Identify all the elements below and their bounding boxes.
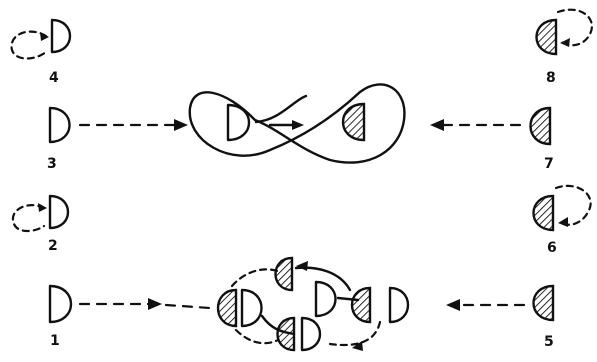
center-hatched-d [341,102,366,142]
open-d-4 [50,18,71,54]
node-label-3: 3 [47,156,57,172]
hatched-d-7 [529,106,552,146]
open-d-2 [48,194,69,230]
cluster-hatched-d-right [350,286,372,324]
open-d-3 [48,106,71,144]
inner-connector [254,94,308,124]
hatched-d-5 [532,284,555,322]
arrowhead-3-to-center [174,119,188,131]
cluster-open-d-bottom [300,316,321,352]
cluster-link-top-right [294,266,352,292]
cluster-open-d-left [240,288,263,328]
self-loop-4 [10,30,48,60]
self-loop-8 [556,8,593,47]
hatched-d-6 [532,194,555,232]
arrowhead-5-to-cluster [446,299,460,311]
inner-arrowhead [292,120,304,130]
node-label-8: 8 [546,70,556,86]
cluster-open-d-mid [314,280,337,318]
cluster-dashed-link-bottom [234,328,280,345]
node-label-6: 6 [547,240,557,256]
node-label-1: 1 [50,333,60,349]
node-label-7: 7 [544,156,554,172]
node-label-2: 2 [48,238,58,254]
cluster-dashed-link-right [328,320,382,347]
hatched-d-8 [535,18,558,56]
loop-arrowhead-6 [558,217,568,227]
loop-arrowhead-8 [560,38,570,47]
cluster-hatched-d-bottom [276,316,296,352]
cluster-hatched-d-left [216,288,238,328]
cluster-dashed-link-top [230,268,282,288]
cluster-open-d-right [388,286,410,324]
self-loop-6 [554,184,592,226]
loop-arrowhead-2 [38,203,47,212]
self-loop-2 [11,204,46,233]
cluster-arrowhead-bottom [352,341,363,351]
cluster-link-mid [336,296,360,302]
node-label-5: 5 [544,334,554,350]
node-label-4: 4 [49,70,59,86]
arrowhead-7-to-center [430,119,444,131]
figure-eight-loop [188,83,406,164]
cluster-link-lower [260,314,296,336]
dashed-line-to-cluster [164,303,212,310]
loop-arrowhead-4 [40,32,49,41]
open-d-1 [48,284,73,324]
cluster-hatched-d-top [274,256,294,292]
arrowhead-1-to-cluster [148,298,162,310]
center-open-d [226,103,251,142]
cluster-arrowhead-top [296,261,308,271]
